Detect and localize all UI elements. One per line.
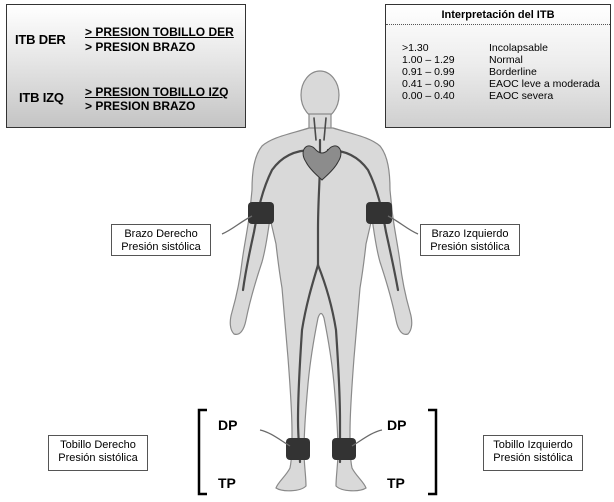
right-ankle-cuff	[286, 438, 310, 460]
right-ankle-label-box: Tobillo Derecho Presión sistólica	[48, 435, 148, 471]
right-bracket	[428, 410, 436, 494]
right-arm-label-box: Brazo Derecho Presión sistólica	[111, 224, 211, 256]
right-ankle-label-line1: Tobillo Derecho	[49, 439, 147, 452]
right-arm-label-line1: Brazo Derecho	[112, 228, 210, 241]
left-arm-label-line1: Brazo Izquierdo	[421, 228, 519, 241]
dp-right-foot-label: DP	[218, 417, 237, 433]
left-arm-cuff	[366, 202, 392, 224]
tp-left-foot-label: TP	[387, 475, 405, 491]
left-arm-label-line2: Presión sistólica	[421, 241, 519, 254]
dp-left-foot-label: DP	[387, 417, 406, 433]
tp-right-foot-label: TP	[218, 475, 236, 491]
left-ankle-label-box: Tobillo Izquierdo Presión sistólica	[483, 435, 583, 471]
body-silhouette	[230, 71, 411, 491]
right-ankle-label-line2: Presión sistólica	[49, 452, 147, 465]
left-ankle-label-line1: Tobillo Izquierdo	[484, 439, 582, 452]
left-ankle-label-line2: Presión sistólica	[484, 452, 582, 465]
right-arm-label-line2: Presión sistólica	[112, 241, 210, 254]
left-arm-label-box: Brazo Izquierdo Presión sistólica	[420, 224, 520, 256]
right-arm-cuff	[248, 202, 274, 224]
left-ankle-cuff	[332, 438, 356, 460]
left-bracket	[199, 410, 207, 494]
